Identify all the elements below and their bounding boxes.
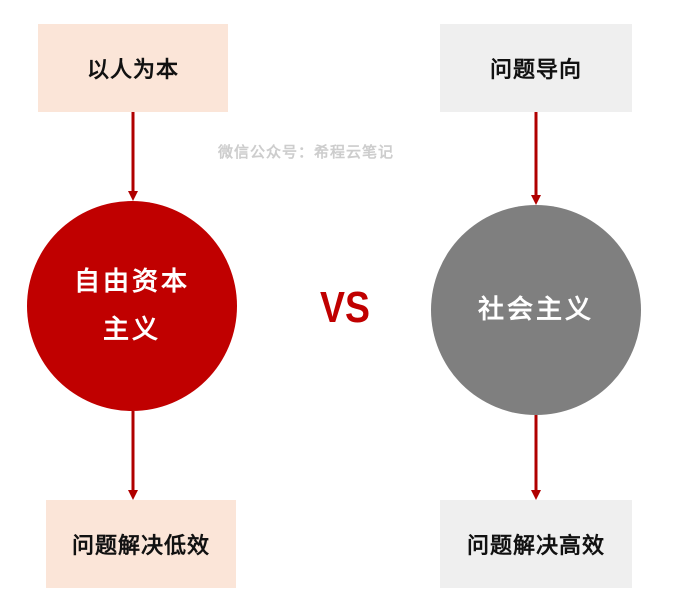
right-bottom-box: 问题解决高效 xyxy=(440,500,632,588)
left-circle: 自由资本 主义 xyxy=(27,201,237,411)
left-bottom-box-label: 问题解决低效 xyxy=(71,533,210,559)
left-circle-label-line2: 主义 xyxy=(102,315,161,345)
right-top-box-label: 问题导向 xyxy=(489,57,582,83)
left-top-box-label: 以人为本 xyxy=(86,57,179,83)
right-circle-label: 社会主义 xyxy=(477,295,594,325)
right-bottom-box-label: 问题解决高效 xyxy=(466,533,605,559)
left-circle-label-line1: 自由资本 xyxy=(73,267,190,297)
right-circle: 社会主义 xyxy=(431,205,641,415)
left-bottom-box: 问题解决低效 xyxy=(46,500,236,588)
right-top-box: 问题导向 xyxy=(440,24,632,112)
vs-label: VS xyxy=(320,283,370,332)
left-top-box: 以人为本 xyxy=(38,24,228,112)
watermark-text: 微信公众号：希程云笔记 xyxy=(218,143,395,161)
